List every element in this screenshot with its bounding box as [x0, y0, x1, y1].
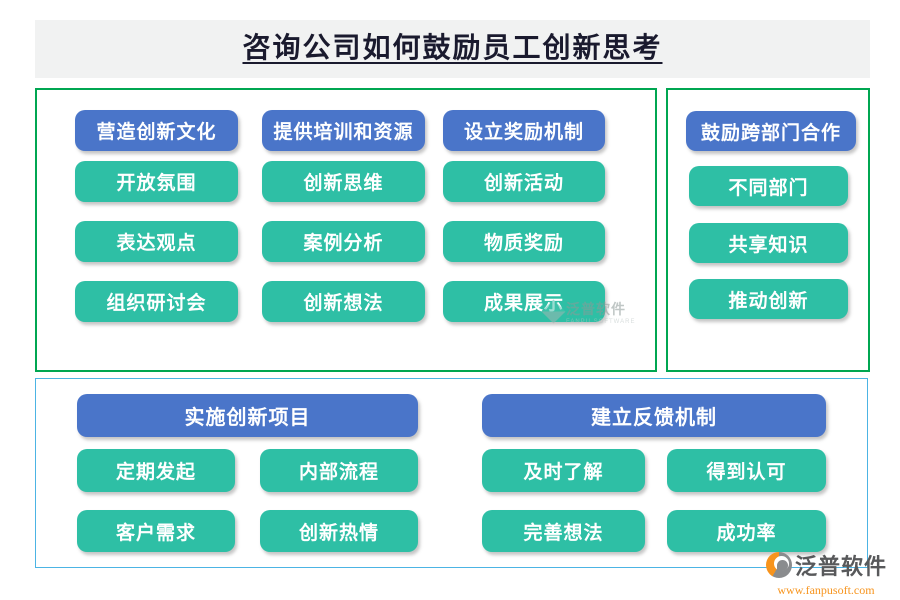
item-node: 创新活动 — [443, 161, 605, 202]
column-header-node: 设立奖励机制 — [443, 110, 605, 151]
page-title: 咨询公司如何鼓励员工创新思考 — [242, 33, 663, 64]
fanpu-logo-icon — [766, 552, 792, 578]
item-node: 创新思维 — [262, 161, 425, 202]
brand-logo: 泛普软件 www.fanpusoft.com — [766, 549, 886, 598]
item-node: 推动创新 — [689, 279, 848, 319]
item-node: 不同部门 — [689, 166, 848, 206]
section-header-node: 实施创新项目 — [77, 394, 418, 437]
column-header-node: 营造创新文化 — [75, 110, 238, 151]
item-node: 内部流程 — [260, 449, 418, 492]
brand-website: www.fanpusoft.com — [777, 583, 875, 597]
item-node: 及时了解 — [482, 449, 645, 492]
section-header-node: 建立反馈机制 — [482, 394, 826, 437]
item-node: 成果展示 — [443, 281, 605, 322]
item-node: 开放氛围 — [75, 161, 238, 202]
item-node: 创新热情 — [260, 510, 418, 552]
item-node: 客户需求 — [77, 510, 235, 552]
item-node: 物质奖励 — [443, 221, 605, 262]
item-node: 组织研讨会 — [75, 281, 238, 322]
title-band: 咨询公司如何鼓励员工创新思考 — [35, 20, 870, 78]
item-node: 共享知识 — [689, 223, 848, 263]
item-node: 表达观点 — [75, 221, 238, 262]
item-node: 定期发起 — [77, 449, 235, 492]
item-node: 成功率 — [667, 510, 826, 552]
item-node: 案例分析 — [262, 221, 425, 262]
item-node: 创新想法 — [262, 281, 425, 322]
brand-name: 泛普软件 — [795, 554, 888, 579]
column-header-node: 提供培训和资源 — [262, 110, 425, 151]
item-node: 得到认可 — [667, 449, 826, 492]
item-node: 完善想法 — [482, 510, 645, 552]
column-header-node: 鼓励跨部门合作 — [686, 111, 856, 151]
